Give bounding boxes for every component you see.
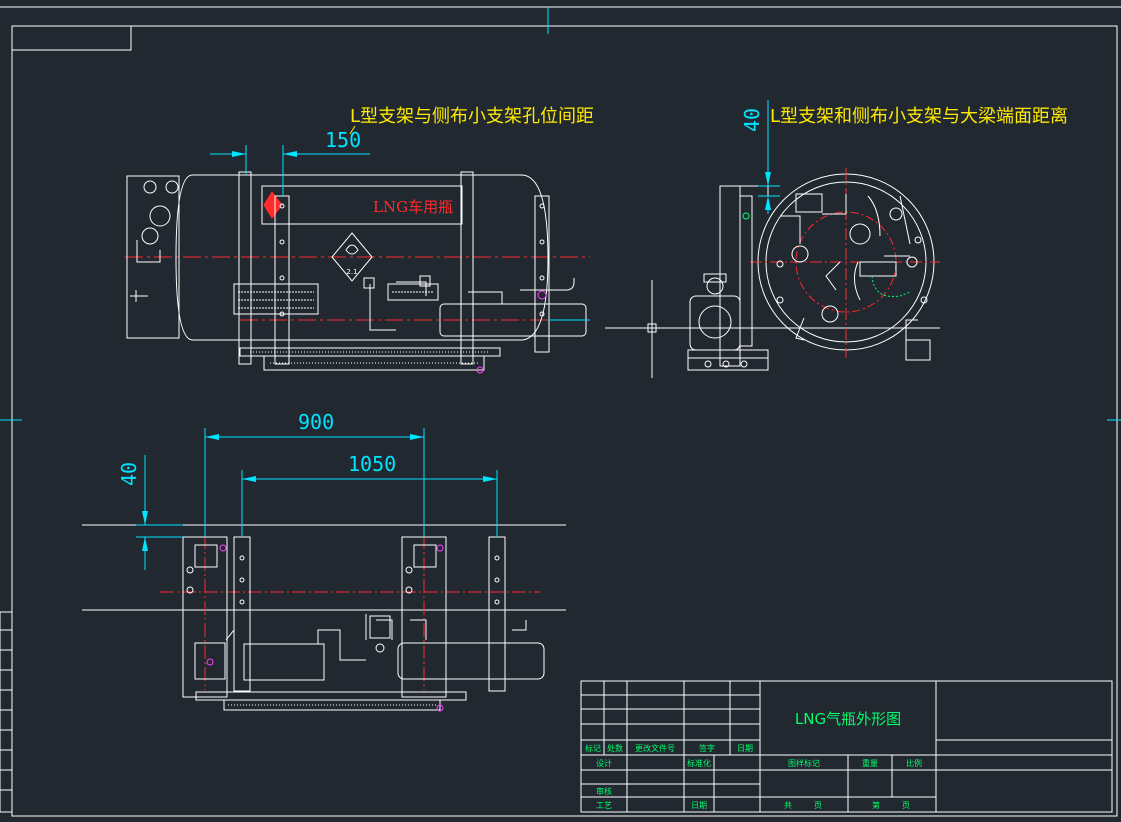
front-l-bracket-right <box>460 171 474 365</box>
top-view <box>82 524 566 712</box>
corner-tag-box <box>11 25 132 51</box>
tb-sheet-unit: 页 <box>902 801 910 810</box>
dim-900: 900 <box>204 410 425 537</box>
gauge-1 <box>143 180 157 194</box>
left-strip-table <box>0 611 13 813</box>
title-block-frame <box>580 680 1113 813</box>
top-vaporizer-left <box>243 643 325 681</box>
nameplate <box>233 283 319 315</box>
valve-c <box>849 223 871 245</box>
dim-40-left-label: 40 <box>117 462 141 486</box>
front-side-bracket-left <box>274 195 290 365</box>
inner-border <box>11 25 1118 817</box>
top-vaporizer-right <box>397 642 545 680</box>
tb-total-unit: 页 <box>814 801 822 810</box>
tb-change-doc: 更改文件号 <box>635 743 675 753</box>
front-l-bracket-left <box>238 171 252 365</box>
title-block-labels: 标记 处数 更改文件号 签字 日期 设计 标准化 审核 工艺 日期 图样标记 重… <box>585 743 922 810</box>
note-beam-distance: L型支架和侧布小支架与大梁端面距离 <box>770 106 1068 127</box>
sheet-frame <box>0 6 1121 817</box>
valve-b <box>821 305 839 323</box>
side-l-bracket <box>719 185 741 367</box>
sub-nameplate <box>387 283 439 301</box>
dim-40-left: 40 <box>117 455 183 570</box>
dim-1050-label: 1050 <box>348 452 396 476</box>
note-hole-spacing: L型支架与侧布小支架孔位间距 <box>350 106 594 127</box>
drawing-title: LNG气瓶外形图 <box>795 710 901 728</box>
logo-diamond-icon <box>263 191 283 219</box>
side-vaporizer <box>689 295 741 351</box>
valve-wheel <box>149 205 171 227</box>
tb-weight: 重量 <box>862 758 878 768</box>
front-side-bracket-right <box>534 195 550 353</box>
side-small-bracket <box>739 195 753 347</box>
side-view <box>605 168 940 378</box>
hazard-number: 2.1 <box>346 268 357 276</box>
hazard-diamond-icon <box>331 232 373 282</box>
dim-150-label: 150 <box>325 128 361 152</box>
tb-scale: 比例 <box>906 758 922 768</box>
dim-900-label: 900 <box>298 410 334 434</box>
front-view: LNG车用瓶 2.1 <box>125 171 590 374</box>
tb-design: 设计 <box>596 758 612 768</box>
tb-mark: 标记 <box>585 743 601 753</box>
dim-40-top: 40 <box>740 100 780 214</box>
tb-stage-mark: 图样标记 <box>788 758 820 768</box>
dim-1050: 1050 <box>241 452 498 537</box>
tb-standardize: 标准化 <box>687 758 711 768</box>
plate-label: LNG车用瓶 <box>373 198 453 216</box>
valve-a <box>791 245 809 263</box>
tb-sheet: 第 <box>872 800 880 810</box>
top-base-rail <box>223 699 441 711</box>
control-box <box>126 175 180 339</box>
title-block <box>580 680 1113 813</box>
tb-sign: 签字 <box>699 743 715 753</box>
tb-total: 共 <box>784 801 792 810</box>
dim-150: 150 <box>210 128 370 196</box>
dim-40-top-label: 40 <box>740 108 764 132</box>
tb-review: 审核 <box>596 786 612 796</box>
top-valve <box>369 615 391 639</box>
tb-process: 工艺 <box>596 801 612 810</box>
gauge-2 <box>165 180 179 194</box>
front-accent-mark <box>537 290 547 300</box>
label-plate <box>261 185 463 225</box>
side-valve-block <box>795 193 823 213</box>
tb-date: 日期 <box>737 744 753 753</box>
tb-count: 处数 <box>607 743 623 753</box>
side-base-rail <box>687 349 769 359</box>
tb-process-date: 日期 <box>691 801 707 810</box>
